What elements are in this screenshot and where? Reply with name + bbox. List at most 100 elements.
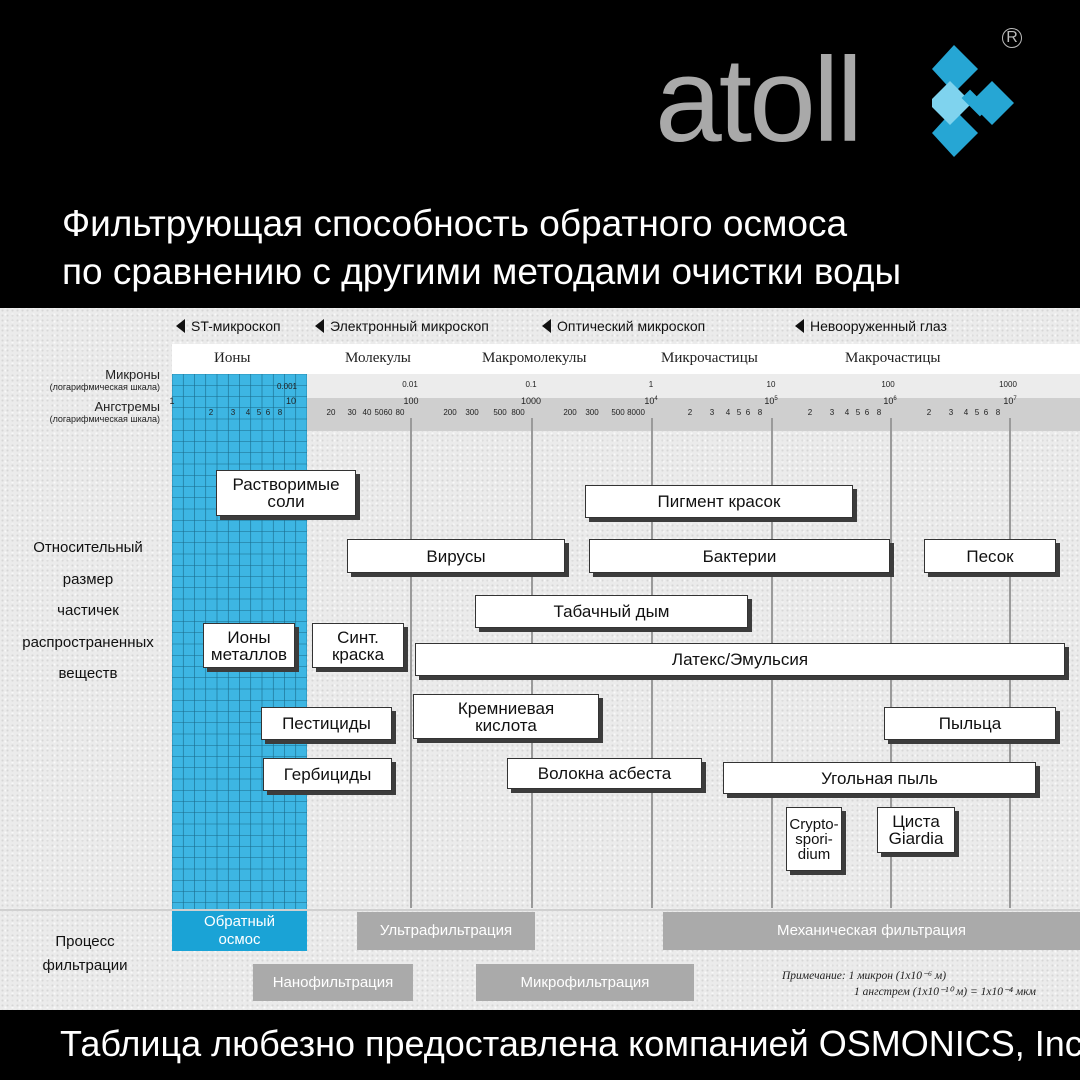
angstrom-minor-tick: 800 bbox=[511, 408, 525, 417]
angstrom-minor-tick: 20 bbox=[326, 408, 336, 417]
process-ultrafiltration: Ультрафильтрация bbox=[357, 912, 535, 950]
angstrom-minor-tick: 2 bbox=[687, 408, 693, 417]
micron-tick: 10 bbox=[766, 380, 776, 389]
angstrom-minor-tick: 6 bbox=[745, 408, 751, 417]
category-molecules: Молекулы bbox=[345, 350, 411, 366]
box-viruses: Вирусы bbox=[347, 539, 565, 573]
filtration-spectrum-diagram: ST-микроскоп Электронный микроскоп Оптич… bbox=[0, 308, 1080, 1010]
atoll-logo-icon bbox=[932, 45, 1014, 157]
microscope-st: ST-микроскоп bbox=[176, 318, 281, 334]
angstrom-tick: 1000 bbox=[520, 396, 542, 406]
angstrom-minor-tick: 500 bbox=[611, 408, 625, 417]
process-divider bbox=[0, 909, 1080, 911]
footer-credit: Таблица любезно предоставлена компанией … bbox=[60, 1023, 1080, 1064]
arrow-left-icon bbox=[542, 319, 551, 333]
box-synthetic-dye: Синт.краска bbox=[312, 623, 404, 668]
arrow-left-icon bbox=[315, 319, 324, 333]
decade-line bbox=[410, 418, 412, 908]
angstrom-minor-tick: 200 bbox=[443, 408, 457, 417]
angstrom-minor-tick: 6 bbox=[983, 408, 989, 417]
box-pesticides: Пестициды bbox=[261, 707, 392, 740]
angstrom-minor-tick: 80 bbox=[395, 408, 405, 417]
naked-eye: Невооруженный глаз bbox=[795, 318, 947, 334]
angstrom-minor-tick: 3 bbox=[709, 408, 715, 417]
category-row bbox=[172, 344, 1080, 374]
microscope-optical: Оптический микроскоп bbox=[542, 318, 705, 334]
angstrom-minor-tick: 30 bbox=[347, 408, 357, 417]
box-coal-dust: Угольная пыль bbox=[723, 762, 1036, 794]
brand-logo-text: atoll bbox=[655, 33, 863, 167]
angstrom-minor-tick: 3 bbox=[948, 408, 954, 417]
angstrom-minor-tick: 4 bbox=[245, 408, 251, 417]
micron-tick: 0.1 bbox=[525, 380, 537, 389]
relative-size-label: Относительный размер частичек распростра… bbox=[22, 539, 154, 682]
box-asbestos-fibers: Волокна асбеста bbox=[507, 758, 702, 789]
process-mechanical: Механическая фильтрация bbox=[663, 912, 1080, 950]
category-macroparticles: Макрочастицы bbox=[845, 350, 941, 366]
process-microfiltration: Микрофильтрация bbox=[476, 964, 694, 1001]
angstrom-minor-tick: 5 bbox=[736, 408, 742, 417]
micron-scale-band bbox=[172, 374, 1080, 398]
micron-tick: 0.001 bbox=[276, 382, 298, 391]
microscope-electron: Электронный микроскоп bbox=[315, 318, 489, 334]
box-bacteria: Бактерии bbox=[589, 539, 890, 573]
process-label: Процесс фильтрации bbox=[42, 933, 128, 974]
angstrom-minor-tick: 2 bbox=[807, 408, 813, 417]
angstrom-minor-tick: 6 bbox=[265, 408, 271, 417]
angstrom-tick: 104 bbox=[644, 396, 658, 406]
axis-microns-label: Микроны (логарифмическая шкала) bbox=[49, 367, 160, 393]
angstrom-minor-tick: 4 bbox=[963, 408, 969, 417]
angstrom-minor-tick: 300 bbox=[585, 408, 599, 417]
arrow-left-icon bbox=[176, 319, 185, 333]
angstrom-minor-tick: 50 bbox=[374, 408, 384, 417]
axis-angstrom-label: Ангстремы (логарифмическая шкала) bbox=[49, 399, 160, 425]
category-microparticles: Микрочастицы bbox=[661, 350, 758, 366]
angstrom-minor-tick: 3 bbox=[829, 408, 835, 417]
registered-mark: R bbox=[1002, 28, 1022, 48]
angstrom-tick: 107 bbox=[1003, 396, 1017, 406]
page-title: Фильтрующая способность обратного осмоса… bbox=[62, 200, 1022, 296]
angstrom-minor-tick: 6 bbox=[864, 408, 870, 417]
arrow-left-icon bbox=[795, 319, 804, 333]
title-line-2: по сравнению с другими методами очистки … bbox=[62, 251, 902, 292]
angstrom-minor-tick: 2 bbox=[926, 408, 932, 417]
micron-tick: 100 bbox=[881, 380, 895, 389]
angstrom-tick: 10 bbox=[285, 396, 297, 406]
angstrom-tick: 100 bbox=[403, 396, 419, 406]
angstrom-tick: 1 bbox=[169, 396, 175, 406]
angstrom-minor-tick: 5 bbox=[256, 408, 262, 417]
micron-tick: 1000 bbox=[999, 380, 1017, 389]
angstrom-minor-tick: 8 bbox=[757, 408, 763, 417]
units-note: Примечание: 1 микрон (1x10⁻⁶ м) 1 ангстр… bbox=[782, 970, 1036, 998]
angstrom-minor-tick: 60 bbox=[383, 408, 393, 417]
angstrom-minor-tick: 2 bbox=[208, 408, 214, 417]
angstrom-minor-tick: 8000 bbox=[627, 408, 645, 417]
category-ions: Ионы bbox=[214, 350, 251, 366]
angstrom-minor-tick: 200 bbox=[563, 408, 577, 417]
box-herbicides: Гербициды bbox=[263, 758, 392, 791]
angstrom-minor-tick: 4 bbox=[725, 408, 731, 417]
angstrom-tick: 106 bbox=[883, 396, 897, 406]
micron-tick: 0.01 bbox=[402, 380, 418, 389]
angstrom-minor-tick: 8 bbox=[876, 408, 882, 417]
box-tobacco-smoke: Табачный дым bbox=[475, 595, 748, 628]
micron-tick: 1 bbox=[648, 380, 654, 389]
angstrom-scale-band bbox=[172, 398, 1080, 431]
angstrom-minor-tick: 3 bbox=[230, 408, 236, 417]
process-nanofiltration: Нанофильтрация bbox=[253, 964, 413, 1001]
box-pollen: Пыльца bbox=[884, 707, 1056, 740]
box-sand: Песок bbox=[924, 539, 1056, 573]
box-latex-emulsion: Латекс/Эмульсия bbox=[415, 643, 1065, 676]
angstrom-minor-tick: 5 bbox=[855, 408, 861, 417]
angstrom-minor-tick: 5 bbox=[974, 408, 980, 417]
angstrom-tick: 105 bbox=[764, 396, 778, 406]
angstrom-minor-tick: 4 bbox=[844, 408, 850, 417]
box-cryptosporidium: Crypto-spori-dium bbox=[786, 807, 842, 871]
box-paint-pigment: Пигмент красок bbox=[585, 485, 853, 518]
